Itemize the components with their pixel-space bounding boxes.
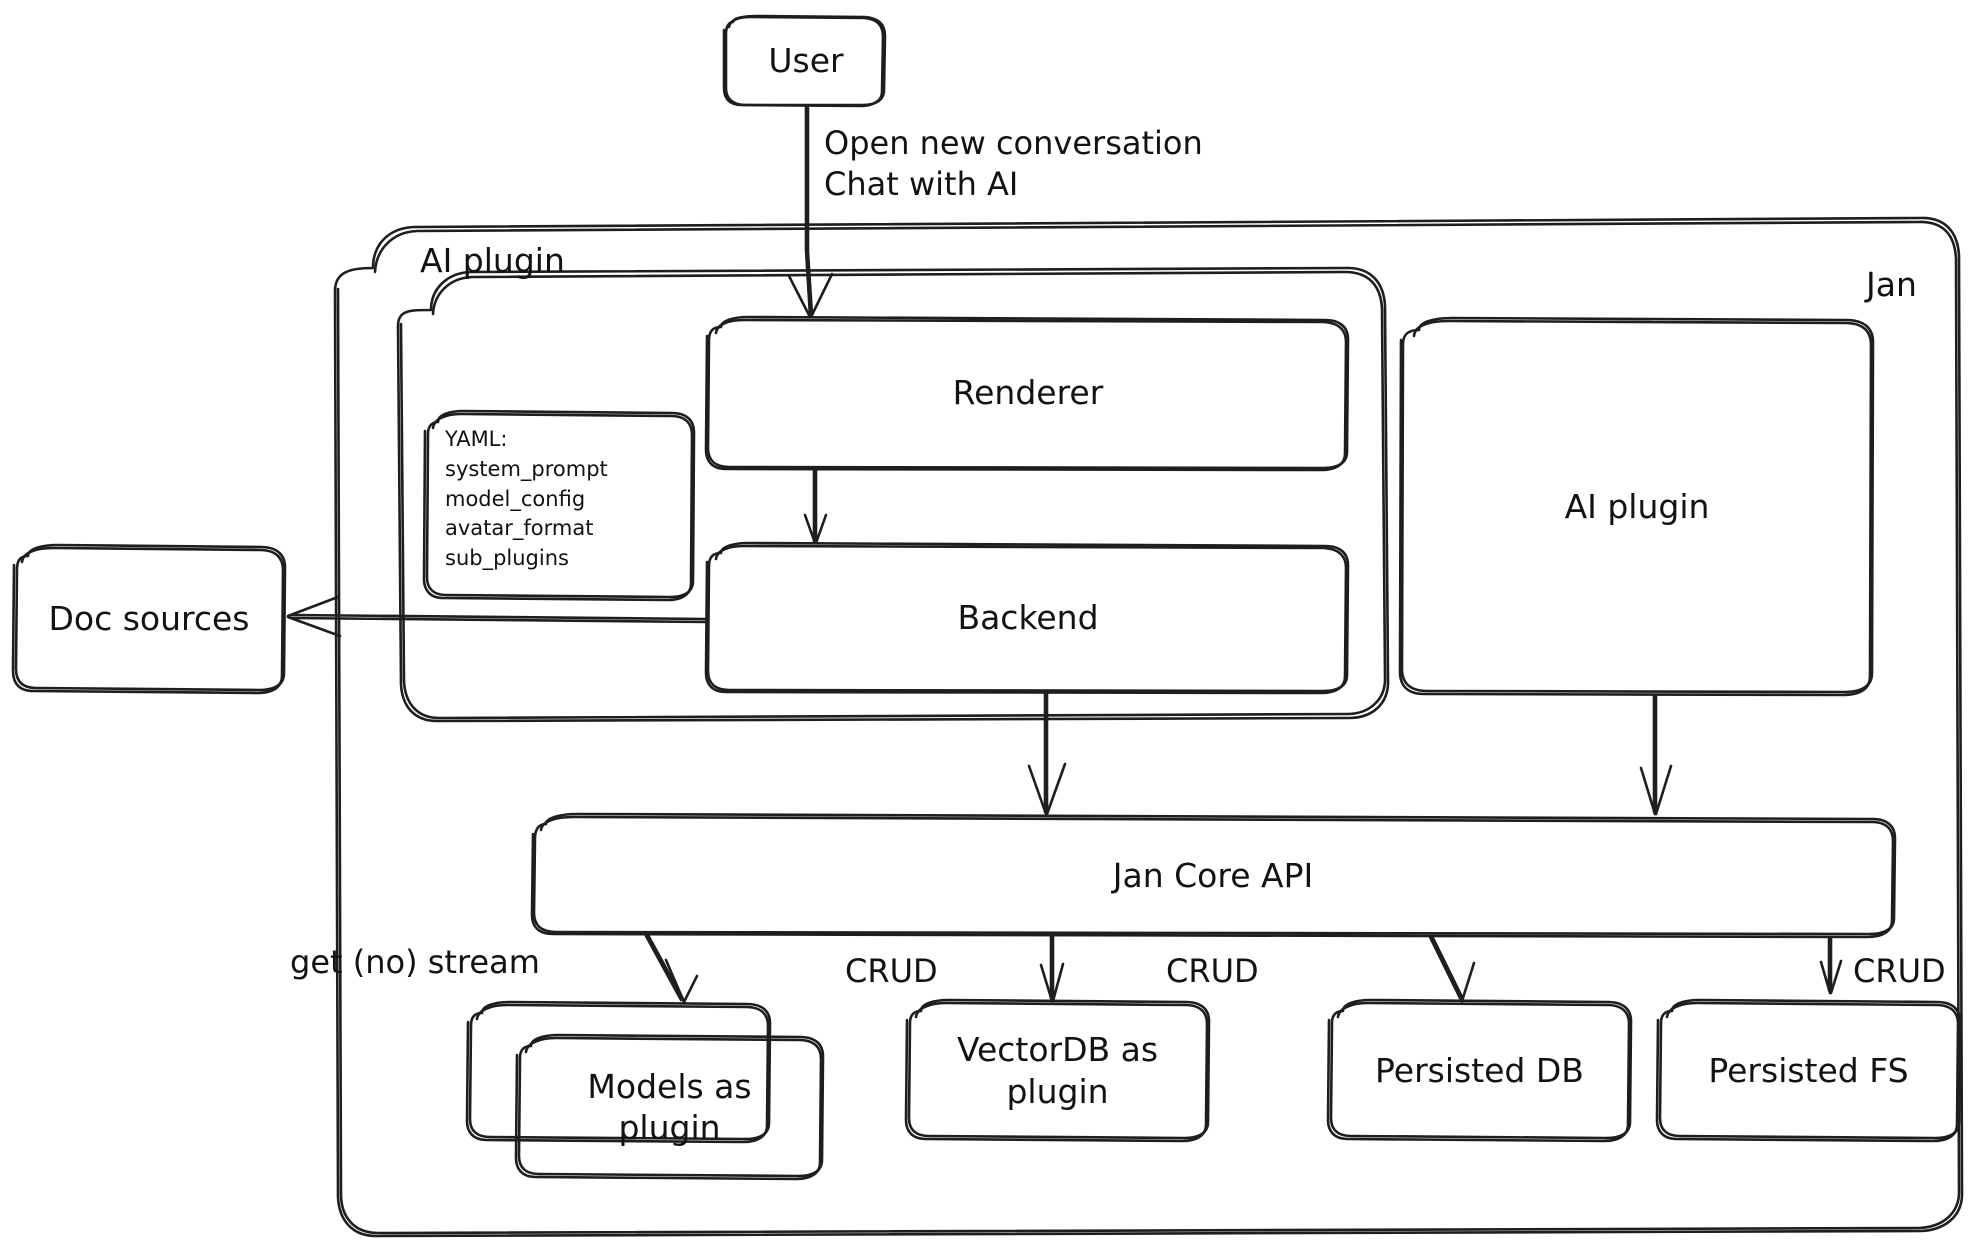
container-jan-outline [333,216,1964,1238]
yaml-note-key-system-prompt: system_prompt [445,456,608,481]
edge-user-to-renderer [787,104,834,319]
yaml-note-key-sub-plugins: sub_plugins [445,546,569,571]
node-doc-sources-outline [11,543,287,695]
node-vectordb-as-plugin-outline [904,998,1211,1143]
edge-backend-to-jan-core-api [1027,691,1067,816]
node-persisted-fs[interactable]: Persisted FS [1708,1050,1909,1090]
yaml-note-outline [422,409,696,602]
node-user-outline [722,14,887,108]
node-persisted-fs-outline [1655,998,1962,1143]
node-renderer-outline [704,315,1350,472]
edge-jan-core-api-to-vectordb [1039,935,1065,1003]
node-ai-plugin-right-outline [1398,316,1875,697]
node-backend-outline [704,541,1350,695]
yaml-note-key-model-config: model_config [445,486,586,511]
node-models-as-plugin-outline [514,1033,825,1181]
yaml-note: YAML: system_prompt model_config avatar_… [445,425,695,574]
yaml-note-key-avatar-format: avatar_format [445,516,594,541]
container-ai-plugin-group-outline [396,266,1390,723]
node-backend[interactable]: Backend [957,597,1099,637]
node-models-as-plugin[interactable]: Models as plugin [587,1066,752,1147]
node-jan-core-api[interactable]: Jan Core API [1112,855,1314,895]
edge-jan-core-api-to-persisted-db [1428,934,1476,1003]
yaml-note-heading: YAML: [445,427,508,451]
edge-renderer-to-backend [803,467,828,545]
node-ai-plugin-right[interactable]: AI plugin [1564,486,1710,526]
node-models-as-plugin-back-outline [465,1000,772,1144]
edge-ai-plugin-right-to-jan-core-api [1639,693,1673,816]
node-user[interactable]: User [768,41,844,81]
node-renderer[interactable]: Renderer [952,373,1104,413]
node-vectordb-as-plugin[interactable]: VectorDB as plugin [956,1030,1159,1111]
node-jan-core-api-outline [530,812,1897,939]
node-doc-sources[interactable]: Doc sources [48,599,250,639]
edge-jan-core-api-to-models [644,933,699,1004]
edge-jan-core-api-to-persisted-fs [1819,935,1843,995]
edge-backend-to-doc-sources [286,595,708,638]
node-persisted-db-outline [1326,998,1633,1143]
node-persisted-db[interactable]: Persisted DB [1375,1050,1584,1090]
